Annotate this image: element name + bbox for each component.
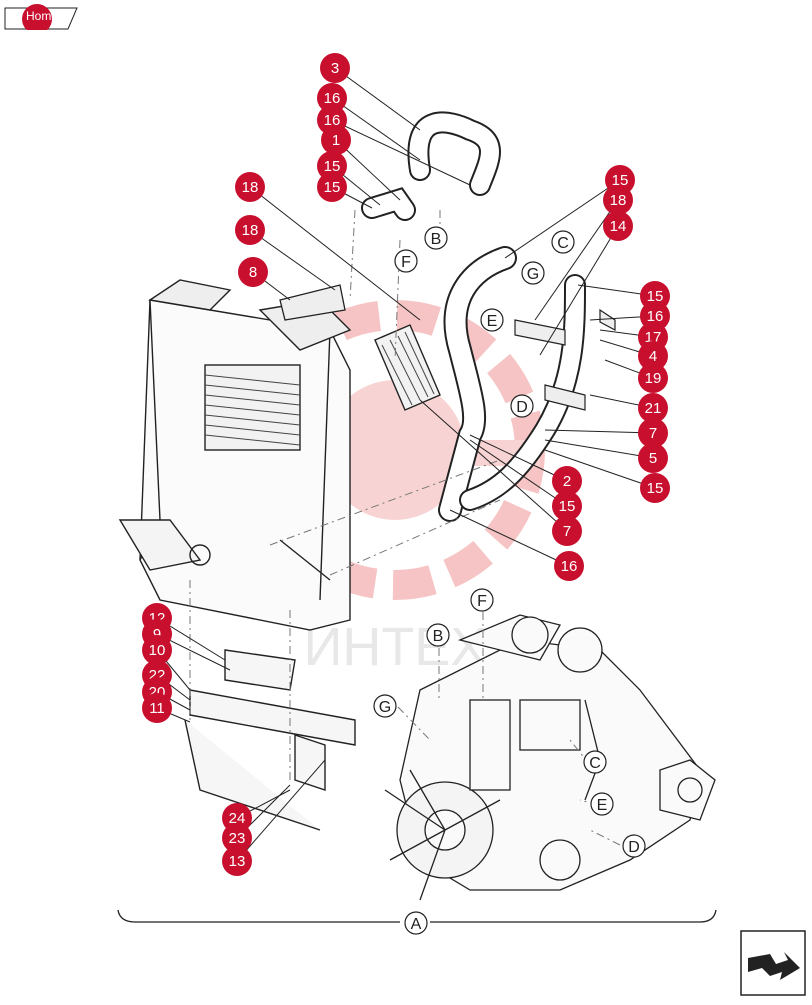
svg-text:8: 8 — [249, 264, 257, 281]
callout-18[interactable]: 18 — [235, 172, 265, 202]
callout-16[interactable]: 16 — [317, 83, 347, 113]
view-letter-F: F — [470, 588, 494, 612]
view-letter-A: A — [404, 911, 428, 935]
callout-7[interactable]: 7 — [638, 418, 668, 448]
callout-19[interactable]: 19 — [638, 363, 668, 393]
callout-15[interactable]: 15 — [640, 473, 670, 503]
view-letters: B F G C E D F B G C E D A — [373, 226, 646, 935]
callout-15[interactable]: 15 — [317, 151, 347, 181]
callout-10[interactable]: 10 — [142, 635, 172, 665]
radiator-shrouds — [184, 649, 356, 831]
svg-text:16: 16 — [561, 558, 578, 575]
svg-text:D: D — [516, 399, 528, 416]
callout-7[interactable]: 7 — [552, 516, 582, 546]
pipe-brackets — [514, 308, 616, 411]
engine — [384, 614, 716, 901]
view-letter-B: B — [426, 623, 450, 647]
next-page-button[interactable] — [740, 930, 806, 996]
svg-text:18: 18 — [610, 192, 627, 209]
svg-text:1: 1 — [332, 132, 340, 149]
svg-text:15: 15 — [324, 158, 341, 175]
callout-21[interactable]: 21 — [638, 393, 668, 423]
watermark-text: ИНТЕХ — [304, 617, 487, 677]
callout-markers: 3161611515181881518141516174192175152157… — [142, 53, 670, 876]
callout-13[interactable]: 13 — [222, 846, 252, 876]
svg-text:15: 15 — [647, 288, 664, 305]
view-letter-G: G — [521, 261, 545, 285]
callout-11[interactable]: 11 — [142, 693, 172, 723]
svg-text:23: 23 — [229, 830, 246, 847]
svg-text:19: 19 — [645, 370, 662, 387]
svg-text:F: F — [477, 593, 487, 610]
callout-5[interactable]: 5 — [638, 443, 668, 473]
view-letter-D: D — [510, 394, 534, 418]
view-letter-D: D — [622, 834, 646, 858]
svg-text:G: G — [379, 699, 391, 716]
svg-text:5: 5 — [649, 450, 657, 467]
svg-text:7: 7 — [649, 425, 657, 442]
svg-text:18: 18 — [242, 179, 259, 196]
view-letter-C: C — [583, 750, 607, 774]
svg-text:4: 4 — [649, 348, 657, 365]
view-letter-B: B — [424, 226, 448, 250]
home-label: Home — [25, 9, 58, 23]
svg-text:15: 15 — [324, 179, 341, 196]
svg-text:C: C — [589, 755, 601, 772]
callout-4[interactable]: 4 — [638, 341, 668, 371]
svg-text:10: 10 — [149, 642, 166, 659]
svg-text:B: B — [431, 231, 442, 248]
svg-text:3: 3 — [331, 60, 339, 77]
svg-text:16: 16 — [647, 308, 664, 325]
view-letter-F: F — [394, 249, 418, 273]
svg-text:E: E — [487, 313, 498, 330]
view-brace — [117, 909, 717, 923]
svg-text:A: A — [411, 916, 422, 933]
bracket — [279, 284, 346, 321]
callout-16[interactable]: 16 — [554, 551, 584, 581]
svg-text:7: 7 — [563, 523, 571, 540]
svg-text:15: 15 — [612, 172, 629, 189]
svg-text:18: 18 — [242, 222, 259, 239]
svg-text:24: 24 — [229, 810, 246, 827]
callout-3[interactable]: 3 — [320, 53, 350, 83]
callout-18[interactable]: 18 — [235, 215, 265, 245]
callout-2[interactable]: 2 — [552, 466, 582, 496]
callout-15[interactable]: 15 — [317, 172, 347, 202]
svg-text:15: 15 — [559, 498, 576, 515]
view-letter-C: C — [551, 230, 575, 254]
svg-text:21: 21 — [645, 400, 662, 417]
svg-text:14: 14 — [610, 218, 627, 235]
svg-text:9: 9 — [153, 626, 161, 643]
view-letter-G: G — [373, 694, 397, 718]
svg-text:13: 13 — [229, 853, 246, 870]
svg-text:G: G — [527, 266, 539, 283]
radiator-assembly — [118, 279, 352, 631]
callout-8[interactable]: 8 — [238, 257, 268, 287]
svg-text:D: D — [628, 839, 640, 856]
svg-text:16: 16 — [324, 112, 341, 129]
svg-text:F: F — [401, 254, 411, 271]
svg-text:11: 11 — [149, 700, 165, 717]
callout-1[interactable]: 1 — [321, 125, 351, 155]
next-page-arrow-icon — [740, 930, 806, 996]
svg-text:16: 16 — [324, 90, 341, 107]
svg-text:E: E — [597, 797, 608, 814]
svg-text:B: B — [433, 628, 444, 645]
svg-text:C: C — [557, 235, 569, 252]
svg-text:2: 2 — [563, 473, 571, 490]
callout-18[interactable]: 18 — [603, 185, 633, 215]
svg-text:15: 15 — [647, 480, 664, 497]
callout-23[interactable]: 23 — [222, 823, 252, 853]
view-letter-E: E — [480, 308, 504, 332]
home-button[interactable]: Home — [4, 4, 78, 30]
callout-15[interactable]: 15 — [552, 491, 582, 521]
view-letter-E: E — [590, 792, 614, 816]
callout-14[interactable]: 14 — [603, 211, 633, 241]
